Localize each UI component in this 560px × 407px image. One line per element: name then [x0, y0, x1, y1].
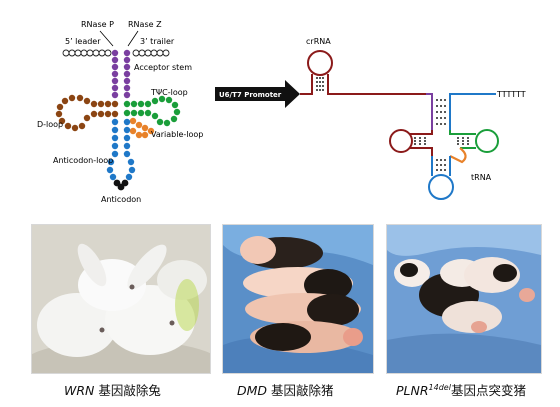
construct-trna: tRNA: [389, 93, 499, 200]
rabbit-illustration: [32, 225, 210, 373]
rabbit-gene: WRN: [64, 383, 95, 398]
dmd-caption-text: 基因敲除猪: [267, 383, 334, 398]
leader-trailer-beads: [62, 49, 170, 57]
crrna-stem-dots: [316, 77, 324, 91]
rnase-z-label: RNase Z: [128, 20, 162, 29]
anticodon-arm: [106, 118, 136, 181]
dmd-pig-photo: [222, 224, 374, 374]
anticodon-label: Anticodon: [101, 195, 141, 204]
terminator-label: TTTTTT: [496, 90, 526, 99]
variable-loop: [129, 117, 155, 139]
anticodon-bases: [113, 179, 129, 191]
dmd-caption: DMD 基因敲除猪: [237, 380, 334, 399]
variable-loop-label: Variable-loop: [151, 130, 203, 139]
plnr-pig-photo: [386, 224, 542, 374]
acceptor-stem-label: Acceptor stem: [134, 63, 192, 72]
dmd-gene: DMD: [237, 383, 268, 398]
tpsic-loop-label: TΨC-loop: [150, 88, 188, 97]
promoter-label: U6/T7 Promoter: [219, 91, 282, 99]
leader-label: 5’ leader: [65, 37, 101, 46]
anticodon-loop-label: Anticodon-loop: [53, 156, 113, 165]
d-loop-label: D-loop: [37, 120, 63, 129]
plnr-caption-text: 基因点突变猪: [450, 383, 526, 398]
promoter-arrow: U6/T7 Promoter: [215, 80, 300, 108]
plnr-gene: PLNR: [396, 383, 429, 398]
rabbit-photo: [31, 224, 211, 374]
d-arm: [55, 94, 119, 132]
trna-structure: RNase P RNase Z 5’ leader 3’ trailer Acc…: [37, 20, 203, 204]
construct-trna-label: tRNA: [471, 173, 492, 182]
dmd-pig-illustration: [223, 225, 373, 373]
rabbit-caption: WRN 基因敲除兔: [64, 380, 161, 399]
construct: U6/T7 Promoter crRNA: [215, 37, 526, 200]
diagram-svg: RNase P RNase Z 5’ leader 3’ trailer Acc…: [37, 20, 526, 204]
trailer-label: 3’ trailer: [140, 37, 175, 46]
tpsic-arm: [123, 95, 181, 127]
acceptor-stem: [111, 49, 131, 99]
diagram-panel: RNase P RNase Z 5’ leader 3’ trailer Acc…: [37, 20, 526, 204]
rabbit-caption-text: 基因敲除兔: [94, 383, 161, 398]
plnr-caption: PLNR14del基因点突变猪: [396, 380, 526, 399]
plnr-pig-illustration: [387, 225, 541, 373]
rnase-p-label: RNase P: [81, 20, 114, 29]
plnr-mutation: 14del: [428, 382, 451, 392]
crrna-label: crRNA: [306, 37, 331, 46]
